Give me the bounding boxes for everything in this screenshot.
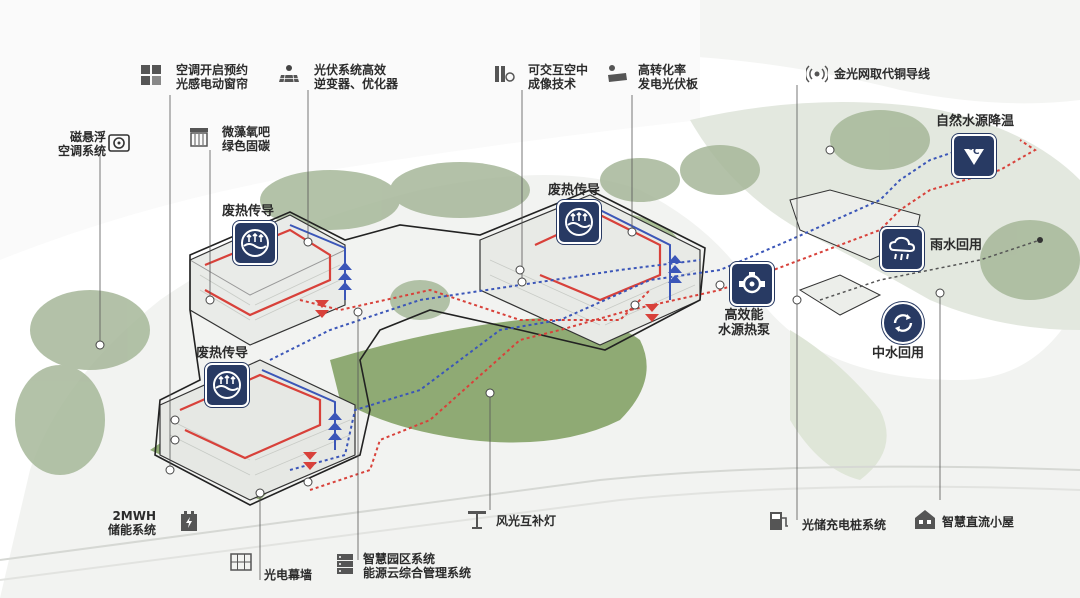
rain-cloud-glyph	[888, 236, 916, 261]
dotted-flow-dark	[819, 239, 1041, 301]
server-icon	[337, 554, 353, 574]
label-space-imaging: 可交互空中 成像技术	[528, 63, 588, 91]
label-line: 能源云综合管理系统	[363, 566, 472, 580]
heat-exchange-glyph	[213, 371, 241, 399]
label-line: 中水回用	[872, 346, 925, 361]
label-grey-water: 中水回用	[872, 346, 924, 361]
label-line: 雨水回用	[930, 238, 983, 253]
label-line: 废热传导	[548, 183, 601, 198]
label-line: 金光网取代铜导线	[834, 67, 931, 81]
heat-exchange-glyph	[565, 208, 593, 236]
label-line: 光储充电桩系统	[802, 518, 887, 532]
label-heat-3: 废热传导	[196, 346, 248, 361]
label-line: 可交互空中	[528, 63, 589, 77]
pv-board-icon	[608, 65, 627, 82]
label-smart-park: 智慧园区系统 能源云综合管理系统	[363, 552, 471, 580]
label-rain-reuse: 雨水回用	[930, 238, 982, 253]
label-line: 储能系统	[108, 523, 157, 537]
label-line: 空调开启预约	[176, 63, 249, 77]
label-heat-pump: 高效能 水源热泵	[718, 308, 770, 338]
label-gold-net: 金光网取代铜导线	[834, 67, 930, 81]
label-line: 2MWH	[112, 509, 157, 523]
label-natural-water: 自然水源降温	[936, 114, 1014, 129]
recycle-icon	[882, 302, 924, 344]
label-line: 光感电动窗帘	[176, 77, 249, 91]
label-ac-preset: 空调开启预约 光感电动窗帘	[176, 63, 248, 91]
label-high-eff-pv: 高转化率 发电光伏板	[638, 63, 698, 91]
flow-arrows	[303, 255, 682, 470]
celsius-text: °C	[968, 147, 980, 157]
grid-window-icon	[141, 65, 161, 85]
label-line: 光伏系统高效	[314, 63, 387, 77]
label-heat-2: 废热传导	[548, 183, 600, 198]
label-line: 风光互补灯	[496, 514, 557, 528]
label-line: 空调系统	[58, 144, 107, 158]
heat-exchange-icon	[557, 200, 601, 244]
label-line: 高转化率	[638, 63, 687, 77]
label-pv-inverter: 光伏系统高效 逆变器、优化器	[314, 63, 398, 91]
label-line: 绿色固碳	[222, 139, 271, 153]
label-maglev-ac: 磁悬浮 空调系统	[58, 130, 106, 158]
label-algae: 微藻氧吧 绿色固碳	[222, 125, 270, 153]
ac-unit-icon	[108, 134, 130, 152]
label-pv-curtain: 光电幕墙	[264, 568, 312, 582]
label-line: 发电光伏板	[638, 77, 699, 91]
label-wind-lamp: 风光互补灯	[496, 514, 556, 528]
heat-exchange-icon	[205, 363, 249, 407]
pump-icon	[730, 262, 774, 306]
label-line: 智慧园区系统	[363, 552, 436, 566]
leader-lines	[99, 85, 941, 580]
solar-panel-icon	[279, 65, 299, 83]
signal-icon	[806, 65, 828, 83]
label-line: 微藻氧吧	[222, 125, 271, 139]
label-line: 逆变器、优化器	[314, 77, 399, 91]
label-line: 磁悬浮	[70, 130, 107, 144]
label-line: 废热传导	[196, 346, 249, 361]
label-line: 成像技术	[528, 77, 577, 91]
house-icon	[915, 510, 935, 529]
line-endpoint	[1037, 237, 1043, 243]
charger-icon	[770, 512, 788, 530]
label-line: 废热传导	[222, 204, 275, 219]
pump-glyph	[739, 272, 765, 294]
label-line: 自然水源降温	[936, 114, 1015, 129]
heat-exchange-glyph	[241, 229, 269, 257]
label-heat-1: 废热传导	[222, 204, 274, 219]
label-line: 高效能	[724, 308, 764, 323]
algae-tank-icon	[190, 128, 208, 147]
hologram-icon	[495, 66, 515, 82]
label-line: 光电幕墙	[264, 568, 313, 582]
heat-exchange-icon	[233, 221, 277, 265]
dotted-flow-blue	[269, 149, 961, 471]
curtain-wall-icon	[230, 553, 252, 571]
battery-icon	[181, 511, 197, 531]
thermometer-icon: °C	[952, 134, 996, 178]
site-outline	[154, 189, 706, 506]
thermometer-glyph	[964, 149, 984, 165]
label-charging: 光储充电桩系统	[802, 518, 886, 532]
recycle-glyph	[893, 314, 913, 332]
street-lamp-icon	[468, 511, 486, 529]
label-storage: 2MWH 储能系统	[108, 509, 156, 537]
label-dc-house: 智慧直流小屋	[942, 515, 1014, 529]
rain-cloud-icon	[880, 227, 924, 271]
label-line: 智慧直流小屋	[942, 515, 1015, 529]
dotted-flow-red	[299, 139, 1037, 491]
label-line: 水源热泵	[718, 323, 771, 338]
